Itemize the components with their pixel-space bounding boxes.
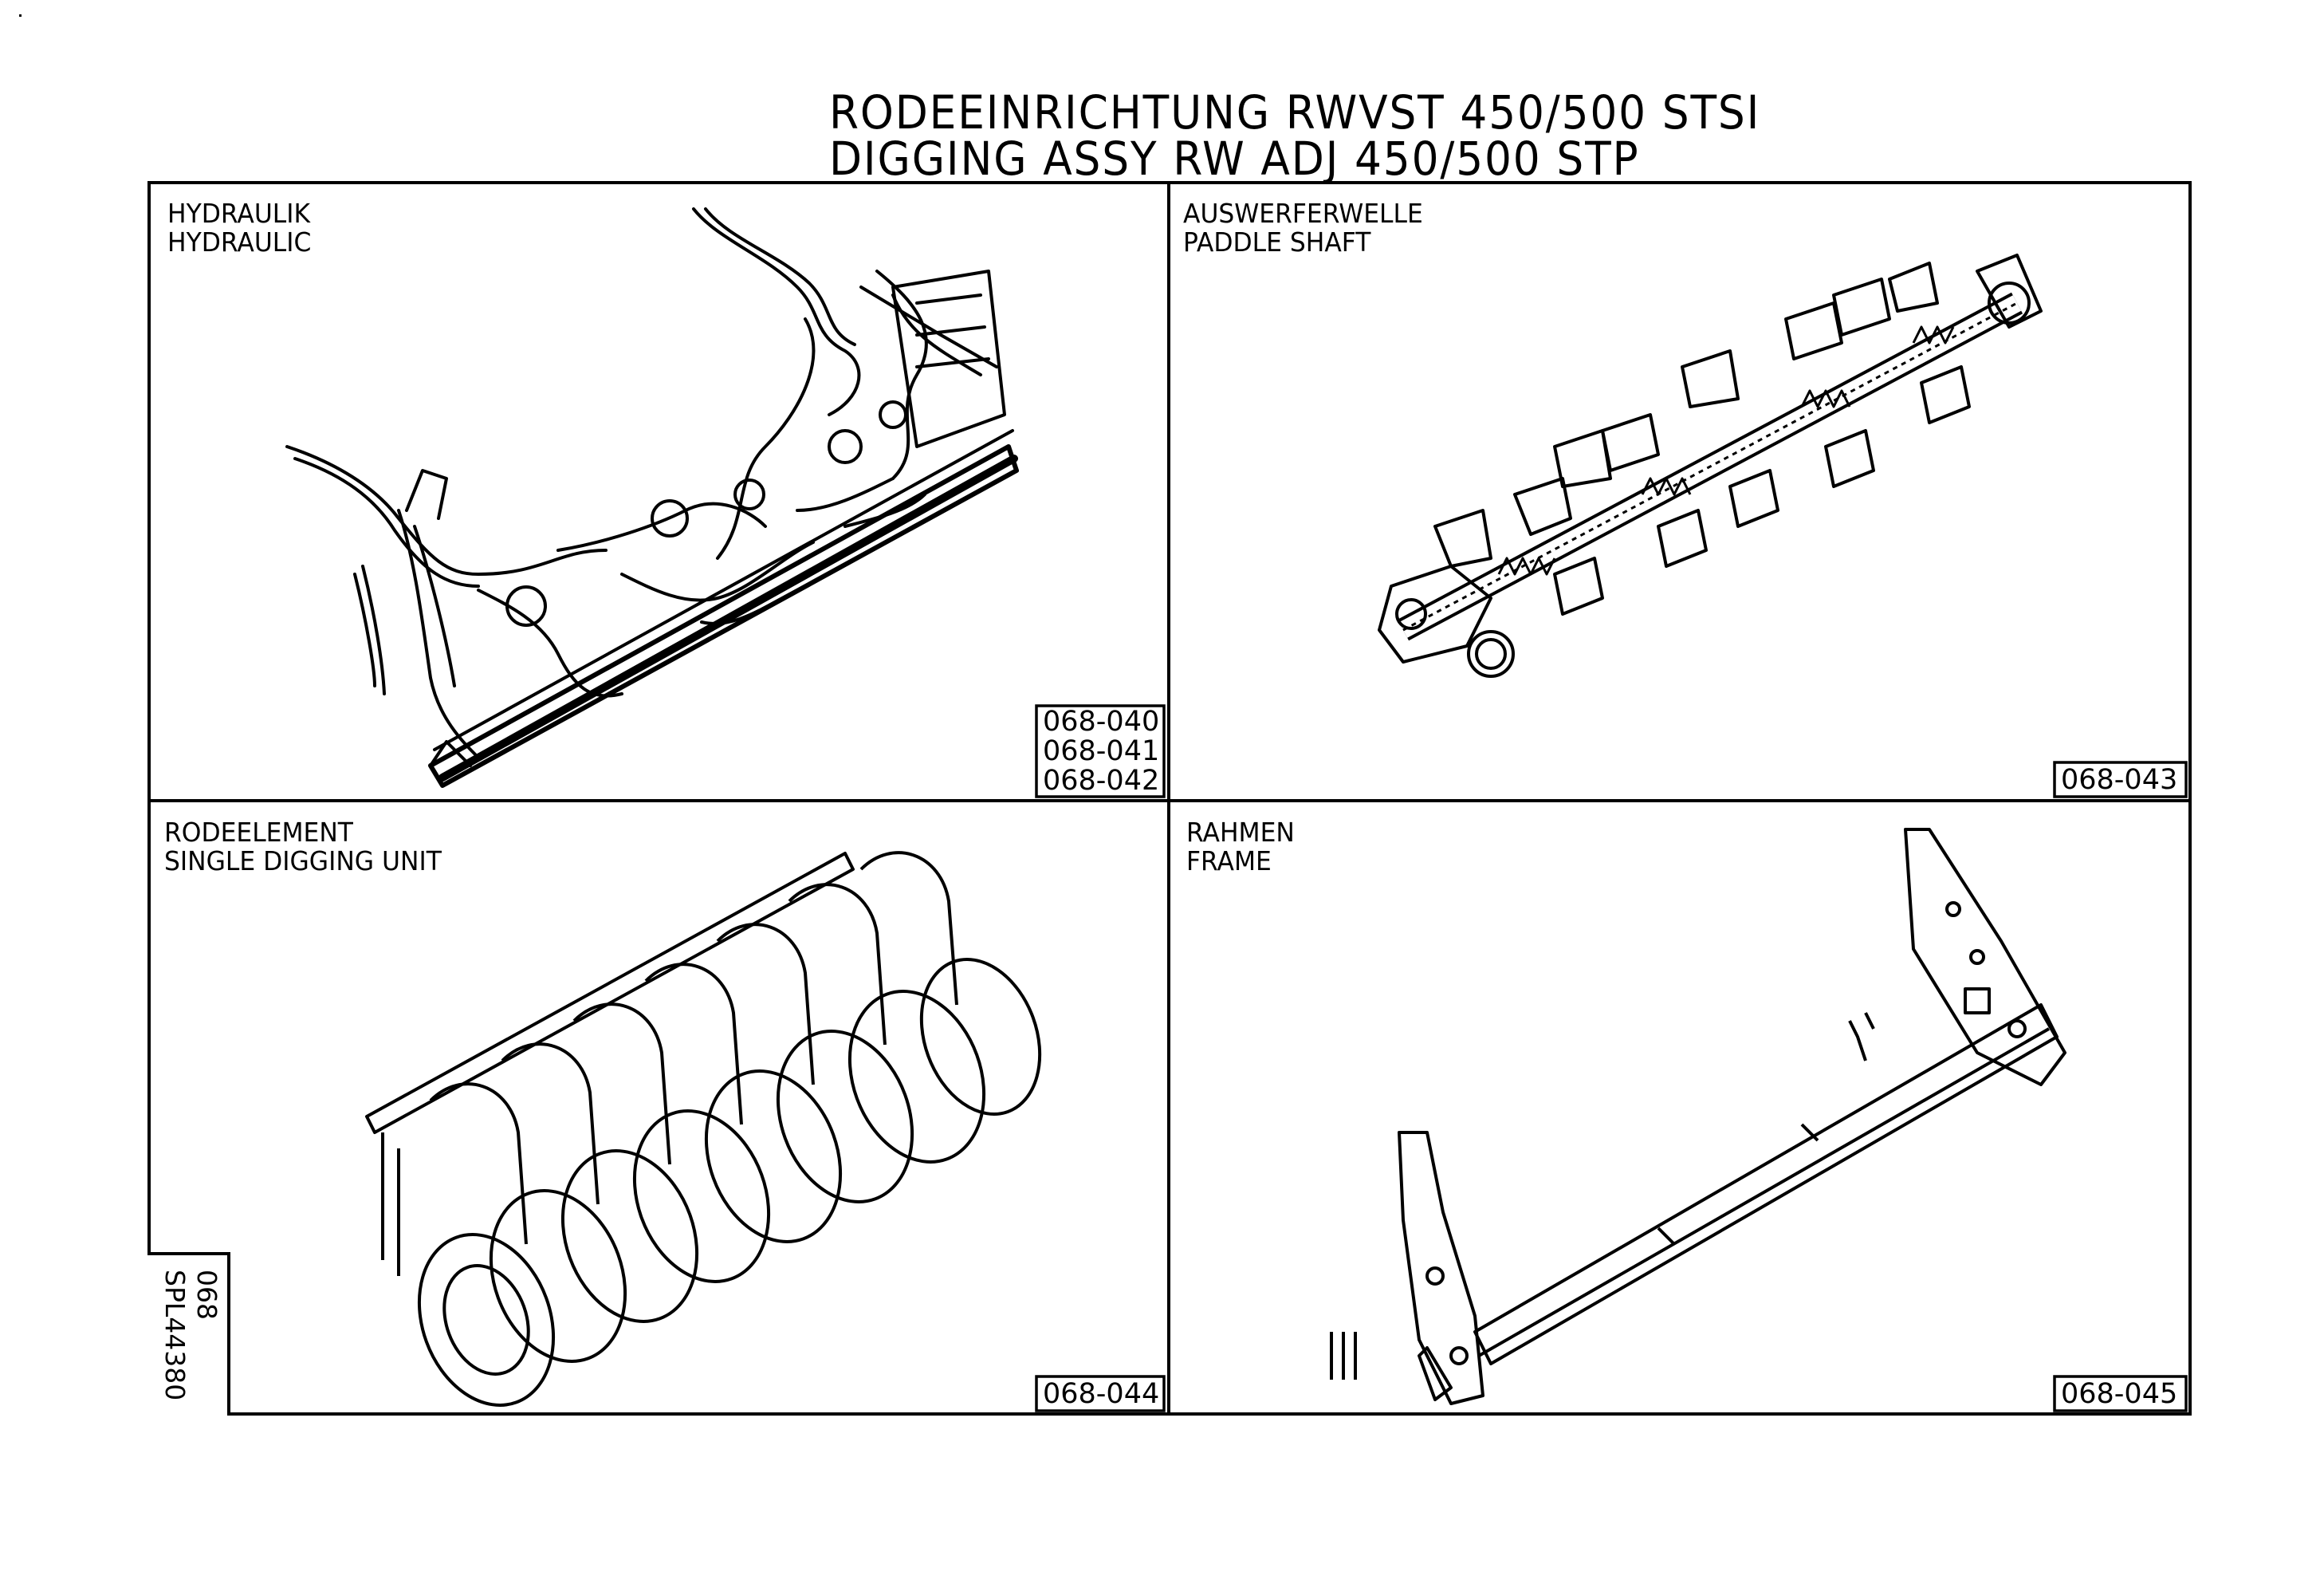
ref-paddle-shaft: 068-043 xyxy=(2061,764,2178,796)
sheet-drawing-number: SPL44380 xyxy=(159,1270,191,1401)
hydraulic-illustration xyxy=(285,207,1019,788)
hydraulic-label-de: HYDRAULIK xyxy=(167,198,311,229)
paddle-blades xyxy=(1433,262,1971,616)
paddle-shaft-label-en: PADDLE SHAFT xyxy=(1183,226,1371,258)
corner-mark xyxy=(19,14,22,17)
ref-box-paddle-shaft xyxy=(2053,761,2188,798)
ref-digging-unit: 068-044 xyxy=(1043,1378,1160,1410)
digging-unit-label-de: RODEELEMENT xyxy=(164,817,353,848)
ref-hydraulic-1: 068-040 xyxy=(1043,706,1160,738)
paddle-shaft-illustration xyxy=(1378,254,2043,678)
digging-arms xyxy=(429,851,958,1245)
ref-box-digging-unit xyxy=(1035,1375,1166,1412)
digging-unit-illustration xyxy=(365,851,1042,1407)
ref-box-hydraulic xyxy=(1035,704,1166,798)
ref-frame: 068-045 xyxy=(2061,1378,2178,1410)
coil-springs xyxy=(1497,325,1955,576)
title-german: RODEEINRICHTUNG RWVST 450/500 STSI xyxy=(829,85,1761,140)
ref-hydraulic-2: 068-041 xyxy=(1043,735,1160,767)
ref-hydraulic-3: 068-042 xyxy=(1043,765,1160,797)
title-english: DIGGING ASSY RW ADJ 450/500 STP xyxy=(829,132,1640,186)
frame-label-en: FRAME xyxy=(1186,845,1272,876)
digging-discs xyxy=(417,958,1042,1407)
sheet-group-number: 068 xyxy=(191,1270,222,1320)
ref-box-frame xyxy=(2053,1375,2188,1412)
frame-label-de: RAHMEN xyxy=(1186,817,1295,848)
frame-illustration xyxy=(1330,828,2066,1405)
paddle-shaft-label-de: AUSWERFERWELLE xyxy=(1183,198,1423,229)
hydraulic-label-en: HYDRAULIC xyxy=(167,226,312,258)
reference-boxes xyxy=(1035,704,2188,1412)
digging-unit-label-en: SINGLE DIGGING UNIT xyxy=(164,845,442,876)
sheet-border xyxy=(147,181,2192,1416)
